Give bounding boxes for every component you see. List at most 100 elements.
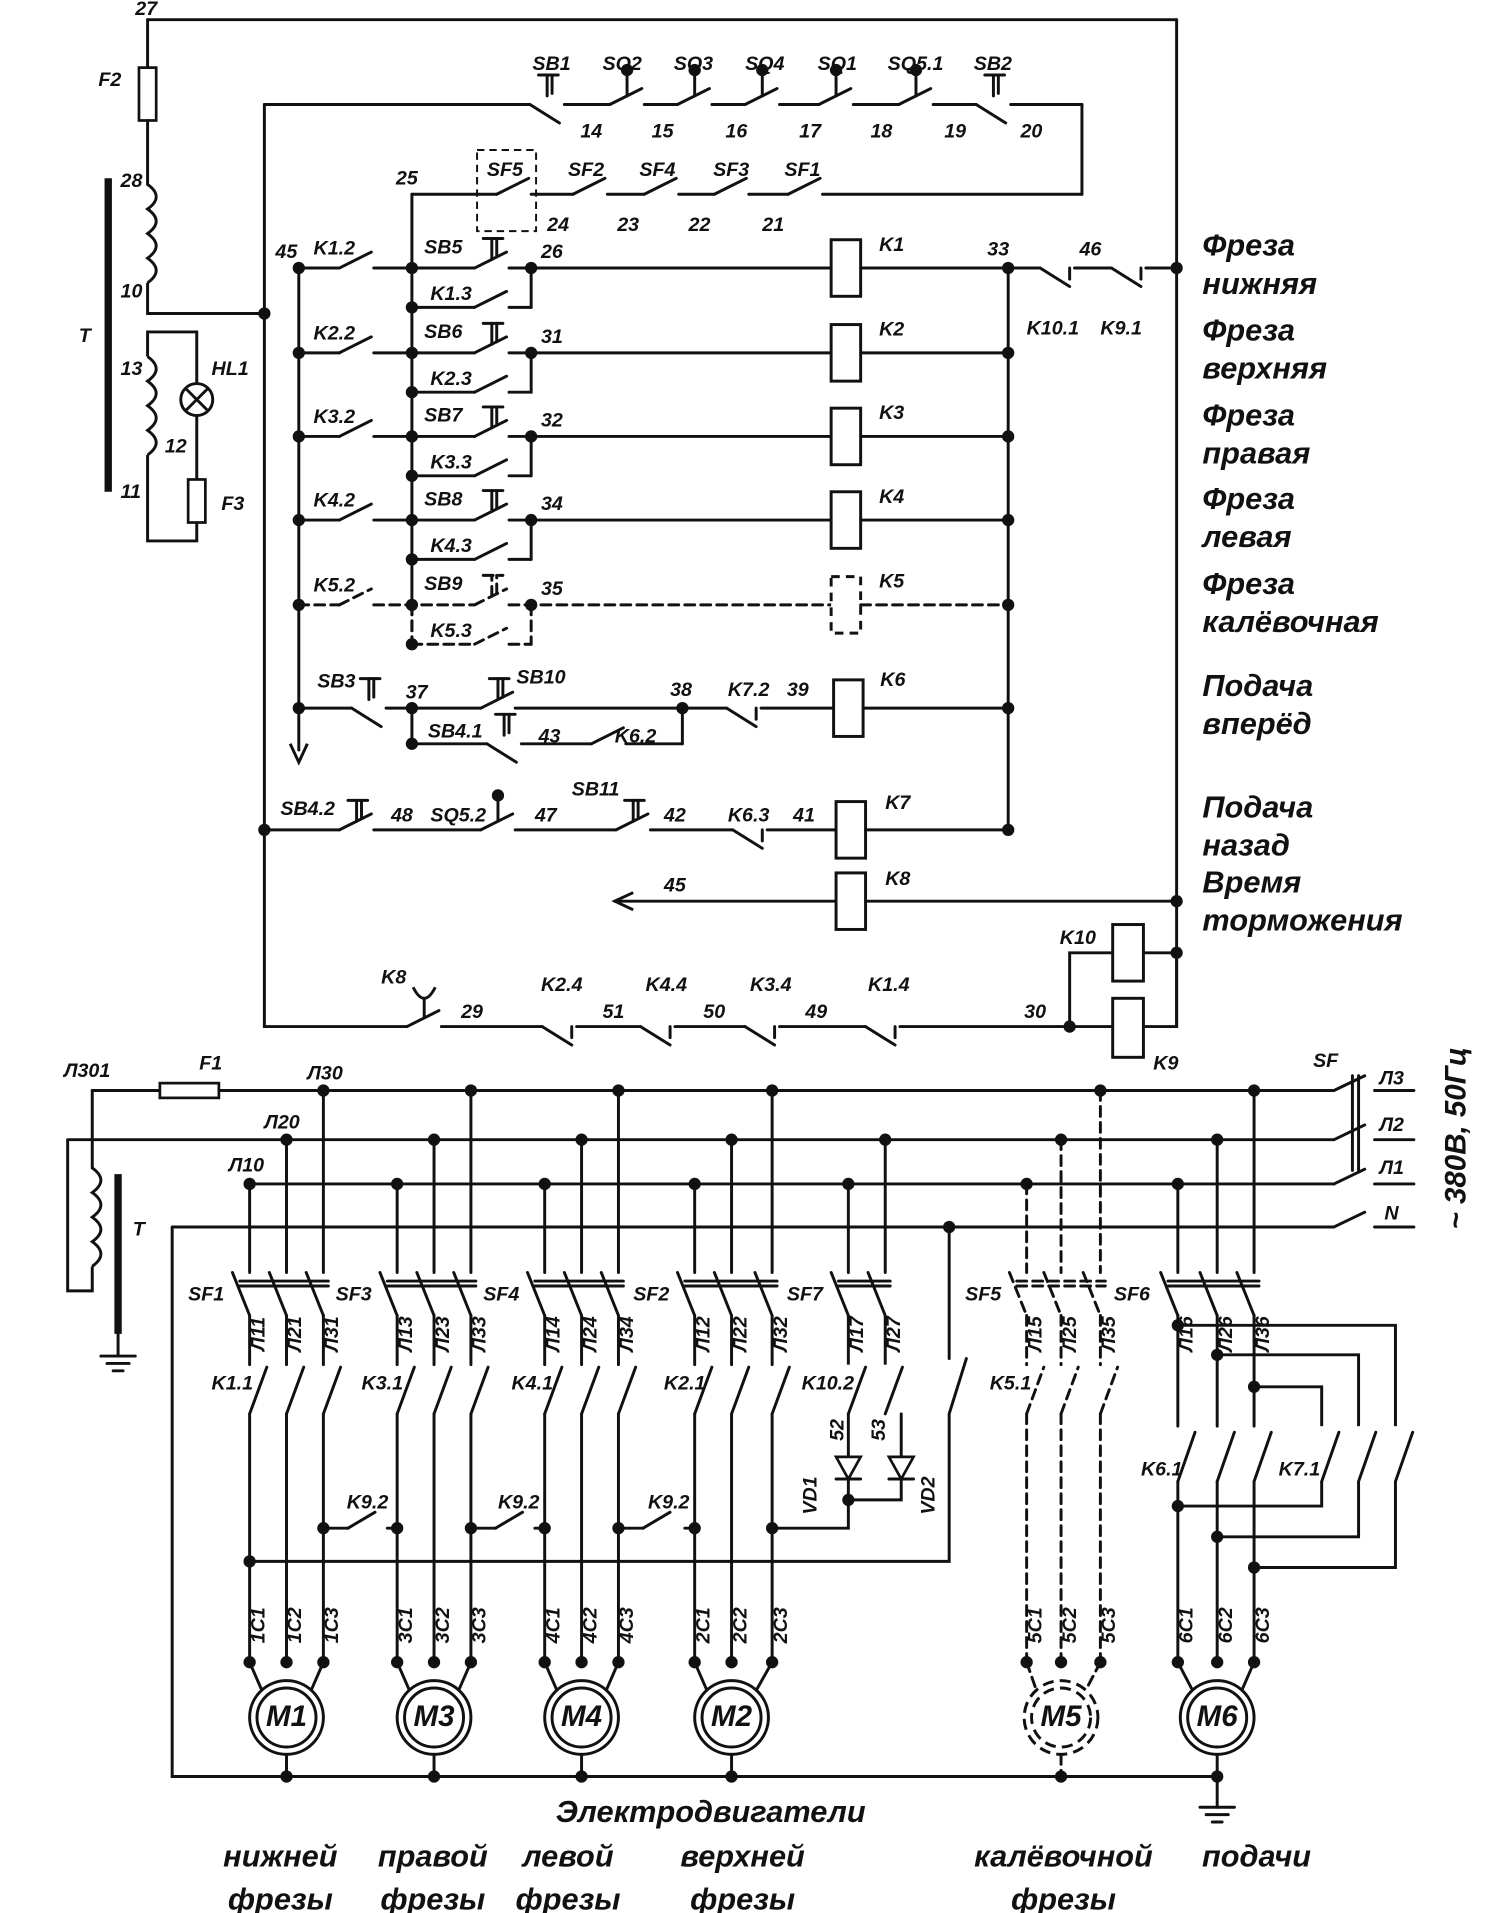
junction-dot xyxy=(292,261,305,275)
label: K1.3 xyxy=(430,283,472,305)
breaker-blade xyxy=(304,1270,325,1317)
phase-wire-label: Л12 xyxy=(692,1316,714,1353)
junction-dot xyxy=(427,1133,441,1146)
wire xyxy=(1217,1353,1361,1427)
motor-terminal xyxy=(1211,1656,1224,1669)
junction-dot xyxy=(1020,1177,1033,1191)
junction-dot xyxy=(405,430,419,443)
limit-switch-roller xyxy=(688,63,701,77)
contact-nc xyxy=(540,1025,574,1047)
contact-no xyxy=(495,176,531,196)
motor-icon-inner xyxy=(550,1686,613,1749)
phase-wire-label: Л33 xyxy=(469,1316,491,1353)
contactor-blade xyxy=(846,1365,868,1416)
wire xyxy=(457,1660,473,1692)
label: K3.4 xyxy=(750,974,792,996)
junction-dot xyxy=(292,346,305,359)
label: 14 xyxy=(580,121,602,143)
contactor-blade xyxy=(1215,1430,1236,1483)
terminal-label: 2C1 xyxy=(692,1607,714,1644)
contactor-blade xyxy=(616,1365,638,1416)
label: K1.1 xyxy=(212,1372,254,1394)
junction-dot xyxy=(1170,261,1183,275)
contact-nc xyxy=(639,1025,672,1047)
label: K3.1 xyxy=(361,1372,403,1394)
contactor-blade xyxy=(469,1365,490,1416)
label: K10 xyxy=(1060,927,1096,949)
breaker-blade xyxy=(1007,1270,1029,1317)
phase-wire-label: Л27 xyxy=(883,1315,905,1353)
contact-no xyxy=(641,1510,672,1530)
breaker-blade xyxy=(267,1270,288,1317)
contact-no xyxy=(473,541,509,561)
junction-dot xyxy=(405,261,419,275)
motor-label: M2 xyxy=(711,1700,753,1733)
label: 26 xyxy=(540,241,564,263)
motor-caption: подачи xyxy=(1202,1838,1311,1873)
contactor-blade xyxy=(1025,1365,1046,1416)
breaker-blade xyxy=(753,1270,774,1317)
wire xyxy=(66,1139,94,1293)
label: SF3 xyxy=(713,159,749,181)
wire xyxy=(754,1660,774,1692)
terminal-label: 4C3 xyxy=(616,1607,638,1644)
label: 32 xyxy=(541,410,563,432)
label: Л3 xyxy=(1377,1067,1404,1089)
motor-terminal xyxy=(575,1656,588,1669)
label: K1 xyxy=(879,234,904,256)
junction-dot xyxy=(464,1084,478,1097)
label: SQ3 xyxy=(674,53,713,75)
fuse-f3 xyxy=(186,478,207,524)
label: SB3 xyxy=(317,670,355,692)
breaker-blade xyxy=(1159,1270,1180,1317)
label: K6 xyxy=(880,669,906,691)
phase-wire-label: Л17 xyxy=(846,1315,868,1353)
relay-coil-k9 xyxy=(1111,996,1145,1059)
breaker-blade xyxy=(675,1270,697,1317)
motor-label: M6 xyxy=(1197,1700,1239,1733)
label: SQ5.2 xyxy=(430,804,486,826)
contact-nc xyxy=(864,1025,897,1047)
label: 15 xyxy=(652,121,675,143)
wire xyxy=(1254,1481,1397,1570)
contact-no xyxy=(337,502,373,522)
label: 30 xyxy=(1024,1001,1046,1023)
label: K4.1 xyxy=(511,1372,553,1394)
breaker-blade xyxy=(866,1270,887,1317)
label: 19 xyxy=(944,121,966,143)
junction-dot xyxy=(612,1522,625,1535)
label: K8 xyxy=(885,868,910,890)
caption-line: верхняя xyxy=(1202,351,1327,386)
breaker-blade xyxy=(1198,1270,1219,1317)
contact-nc xyxy=(1109,266,1143,288)
label: 29 xyxy=(460,1001,483,1023)
terminal-label: 6C2 xyxy=(1215,1607,1237,1643)
label: K7.2 xyxy=(728,679,770,701)
contactor-blade xyxy=(285,1365,306,1416)
label: 50 xyxy=(703,1001,725,1023)
junction-dot xyxy=(1002,823,1015,837)
junction-dot xyxy=(405,346,419,359)
relay-coil-k10 xyxy=(1111,923,1145,983)
limit-switch-roller xyxy=(829,63,843,77)
wire xyxy=(1254,1385,1324,1427)
label: SQ1 xyxy=(818,53,857,75)
junction-dot xyxy=(612,1084,625,1097)
label: Л30 xyxy=(305,1062,342,1084)
label: K3.3 xyxy=(430,451,472,473)
breaker-blade xyxy=(1081,1270,1102,1317)
label: K5.2 xyxy=(314,574,356,596)
caption-line: Фреза xyxy=(1202,397,1295,432)
motors-title: Электродвигатели xyxy=(556,1794,866,1829)
label: K4.3 xyxy=(430,535,472,557)
label: VD1 xyxy=(799,1476,821,1514)
limit-switch-roller xyxy=(620,63,634,77)
label: SF4 xyxy=(483,1284,519,1306)
junction-dot xyxy=(765,1522,779,1535)
wire xyxy=(248,1660,264,1692)
motor-caption: верхней xyxy=(680,1838,805,1873)
wire xyxy=(1177,1323,1397,1427)
label: 45 xyxy=(663,874,687,896)
contactor-blade xyxy=(1252,1430,1273,1483)
